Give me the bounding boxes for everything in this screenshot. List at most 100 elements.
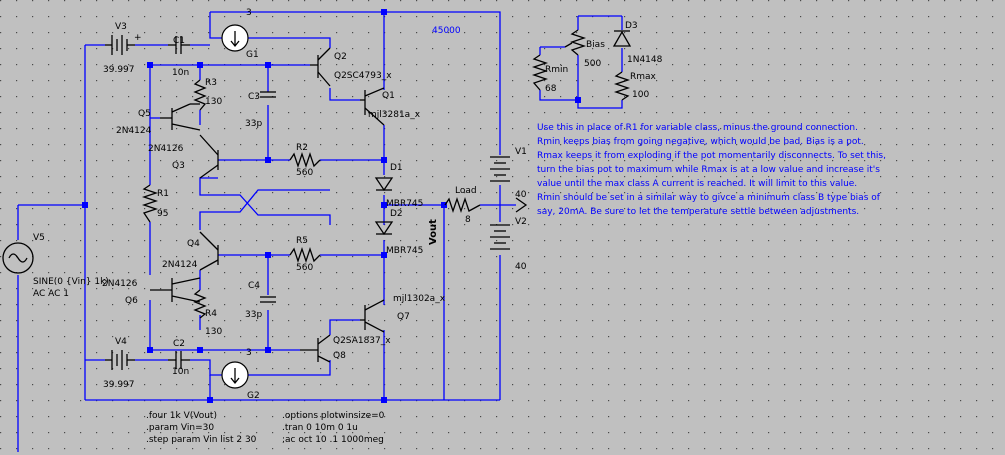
label-d3: D3 [625,21,638,31]
directive-right: .tran 0 10m 0 1u [282,423,358,433]
junctions [82,9,581,403]
spice-directives: .four 1k V(Vout) .param Vin=30 .step par… [146,411,385,445]
capacitor-c3[interactable] [260,91,276,98]
resistor-load[interactable] [444,196,481,214]
label-q4-model: 2N4124 [162,260,198,270]
note-line: Rmin should be set in a similar way to g… [537,193,881,203]
label-g1-num: 3 [246,8,252,18]
transistor-q2[interactable] [310,47,331,87]
label-q6-model: 2N4126 [102,279,138,289]
label-r4: R4 [205,309,217,319]
transistor-q1[interactable] [360,87,385,126]
label-bias-value: 500 [584,59,601,69]
resistor-r2[interactable] [289,151,321,169]
label-r1-value: 95 [157,209,168,219]
label-vout: Vout [428,219,439,245]
label-r5: R5 [296,236,308,246]
label-v1: V1 [515,147,527,157]
label-r2: R2 [296,143,308,153]
label-v2: V2 [515,217,527,227]
transistor-q3[interactable] [199,134,219,179]
label-g1: G1 [246,50,259,60]
component-labels: V3 39.997 + C1 10n G1 3 R3 130 Q5 2N4124… [33,8,663,401]
resistor-rmax[interactable] [613,71,631,101]
note-line: Use this in place of R1 for variable cla… [537,123,858,133]
label-q5-model: 2N4124 [116,126,152,136]
label-q1: Q1 [382,91,395,101]
label-d1-model: MBR745 [386,199,423,209]
potentiometer-bias[interactable] [564,29,587,56]
explanation-note: Use this in place of R1 for variable cla… [537,123,886,217]
label-r1: R1 [157,189,169,199]
battery-v2[interactable] [490,224,510,250]
label-q5: Q5 [138,109,151,119]
directive-left: .step param Vin list 2 30 [146,435,257,445]
label-d2-model: MBR745 [386,246,423,256]
label-load: Load [455,186,477,196]
label-v5: V5 [33,233,45,243]
label-c1: C1 [173,36,185,46]
label-v4-value: 39.997 [103,380,135,390]
label-c4-value: 33p [245,310,262,320]
label-q2: Q2 [334,52,347,62]
transistor-q6[interactable] [150,277,201,303]
label-g2-num: 3 [246,348,252,358]
directive-right: ;ac oct 10 .1 1000meg [282,435,384,445]
label-v3-value: 39.997 [103,65,135,75]
diode-d1[interactable] [374,177,394,192]
note-line: Rmax keeps it from exploding if the pot … [537,151,886,161]
battery-v4[interactable] [105,350,135,370]
label-q6: Q6 [125,296,138,306]
transistor-q8[interactable] [300,334,331,363]
resistor-rmin[interactable] [531,54,549,91]
label-bias: Bias [586,40,605,50]
label-q7-model: mjl1302a_x [393,294,446,304]
note-line: turn the bias pot to maximum while Rmax … [537,165,880,175]
label-r3-value: 130 [205,97,222,107]
diode-d2[interactable] [374,221,394,236]
directive-left: .four 1k V(Vout) [146,411,217,421]
current-source-g2[interactable] [221,361,249,389]
resistor-r4[interactable] [193,289,207,319]
label-freq: 45000 [432,26,461,36]
directive-right: .options plotwinsize=0 [282,411,385,421]
label-r3: R3 [205,78,217,88]
label-v5-value1: SINE(0 {Vin} 1k) [33,277,109,287]
capacitor-c4[interactable] [260,296,276,303]
battery-v3[interactable] [105,35,135,55]
label-r5-value: 560 [296,263,313,273]
label-v5-value2: AC AC 1 [33,289,69,299]
resistor-r5[interactable] [289,246,321,264]
note-line: say, 20mA. Be sure to let the temperatur… [537,207,859,217]
label-v2-value: 40 [515,262,527,272]
label-v3: V3 [115,22,127,32]
diode-d3[interactable] [612,30,632,47]
label-rmin-value: 68 [545,84,557,94]
current-source-g1[interactable] [221,24,249,52]
vout-flag[interactable] [515,197,528,213]
label-load-value: 8 [465,215,471,225]
label-r2-value: 560 [296,168,313,178]
label-d1: D1 [390,163,403,173]
label-v3-plus: + [134,33,142,43]
resistor-r3[interactable] [193,79,207,111]
label-g2: G2 [247,391,260,401]
transistor-q4[interactable] [199,231,219,271]
label-c1-value: 10n [172,68,189,78]
transistor-q5[interactable] [150,103,201,131]
label-d3-model: 1N4148 [627,55,663,65]
capacitor-c2[interactable] [168,351,190,369]
label-q3: Q3 [172,161,185,171]
label-q8: Q8 [333,351,346,361]
label-rmax: Rmax [630,72,657,82]
label-rmax-value: 100 [632,90,649,100]
battery-v1[interactable] [490,156,510,182]
transistor-q7[interactable] [360,299,385,333]
sine-source-v5[interactable] [2,242,34,274]
label-v1-value: 40 [515,190,527,200]
label-c2-value: 10n [172,367,189,377]
capacitor-c1[interactable] [168,36,190,54]
directive-left: .param Vin=30 [146,423,214,433]
label-c2: C2 [173,339,185,349]
resistor-r1[interactable] [141,184,159,223]
